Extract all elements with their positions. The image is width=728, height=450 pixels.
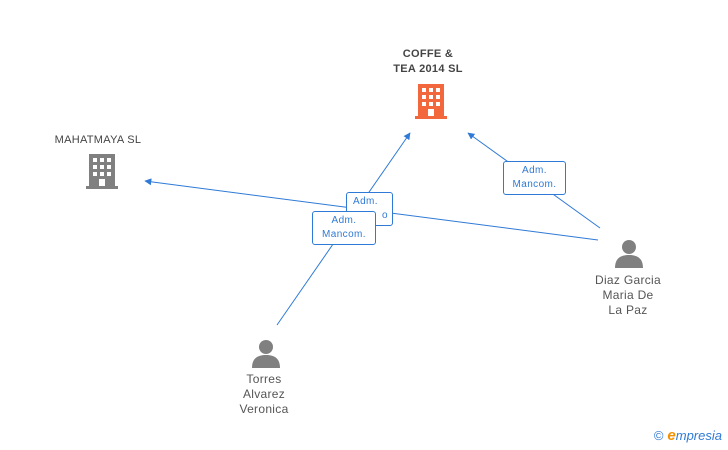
person-label-torres[interactable]: Torres Alvarez Veronica — [239, 372, 289, 416]
building-icon[interactable] — [86, 153, 118, 189]
brand-initial: e — [667, 427, 676, 444]
brand-name: mpresia — [675, 428, 722, 443]
person-icon[interactable] — [251, 338, 281, 368]
edge-label-torres-coffe[interactable]: Adm. Mancom. — [312, 211, 376, 245]
copyright-icon: © — [653, 428, 664, 443]
brand-footer[interactable]: ©empresia — [654, 427, 722, 444]
company-label-coffe[interactable]: COFFE & TEA 2014 SL — [393, 48, 463, 75]
edge-label-diaz-coffe[interactable]: Adm. Mancom. — [503, 161, 566, 195]
building-icon[interactable] — [415, 83, 447, 119]
company-label-mahatmaya[interactable]: MAHATMAYA SL — [54, 134, 142, 146]
person-label-diaz[interactable]: Diaz Garcia Maria De La Paz — [595, 273, 661, 317]
person-icon[interactable] — [614, 238, 644, 268]
